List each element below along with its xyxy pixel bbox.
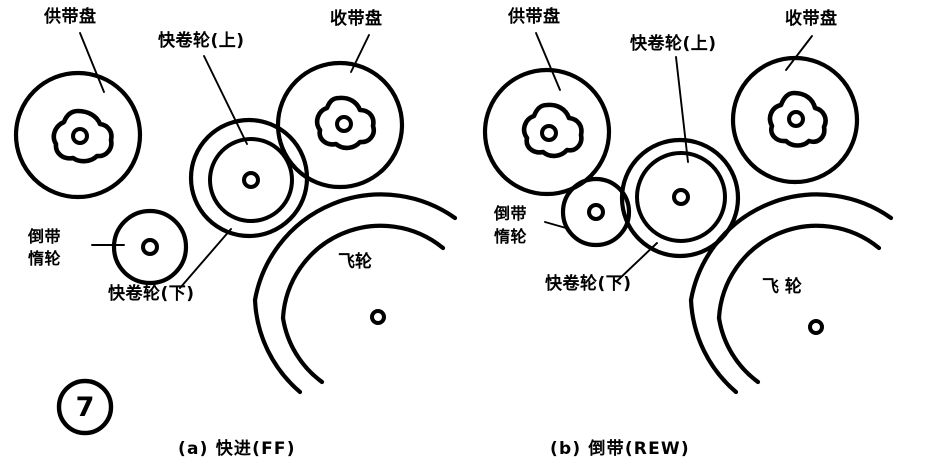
panel-a-supply-reel-bore: [71, 127, 89, 145]
panel-b-leader-fastwind-low: [616, 242, 658, 282]
panel-b-fastwind-bore: [672, 188, 690, 206]
panel-b-leader-supply-reel: [535, 32, 561, 91]
panel-a-fastwind-bore: [242, 171, 260, 189]
panel-a-leader-takeup-reel: [350, 34, 370, 73]
panel-a-label-idler-line2: 惰轮: [28, 249, 62, 268]
panel-a-idler-bore: [141, 238, 159, 256]
panel-b-takeup-reel-outer: [730, 55, 860, 185]
panel-a-flywheel-bore: [370, 309, 386, 325]
panel-a-idler-wheel: [111, 208, 189, 286]
panel-a-label-fastwind-lower: 快卷轮(下): [108, 284, 195, 304]
panel-b-takeup-reel-hub: [767, 90, 828, 148]
panel-a-label-supply-reel: 供带盘: [44, 7, 97, 27]
panel-a-leader-supply-reel: [79, 32, 105, 93]
figure-number: 7: [75, 391, 95, 423]
panel-b-flywheel-outer-arc: [688, 192, 894, 303]
panel-b-flywheel-inner-arc-lower: [716, 315, 761, 385]
panel-a-caption: (a) 快进(FF): [178, 439, 296, 459]
panel-a-flywheel-outer-arc: [252, 192, 458, 303]
panel-a-takeup-reel-bore: [335, 115, 353, 133]
panel-b-supply-reel-hub: [521, 102, 584, 159]
panel-a-label-flywheel: 飞轮: [338, 252, 372, 272]
panel-b-leader-takeup-reel: [785, 35, 813, 71]
panel-b-leader-fastwind-up: [675, 56, 689, 163]
panel-b-label-flywheel: 飞 轮: [762, 277, 802, 297]
panel-b-supply-reel-bore: [540, 124, 558, 142]
panel-b-label-takeup-reel: 收带盘: [785, 9, 838, 29]
panel-b-idler-bore: [587, 203, 605, 221]
panel-a-takeup-reel-outer: [275, 60, 405, 190]
panel-b-caption: (b) 倒带(REW): [550, 439, 690, 459]
panel-a-label-takeup-reel: 收带盘: [330, 9, 383, 29]
panel-b-flywheel-outer-arc-lower: [688, 297, 739, 395]
panel-a-supply-reel-outer: [13, 70, 143, 200]
panel-b-leader-idler: [544, 221, 567, 229]
panel-a-takeup-reel-hub: [314, 95, 376, 151]
panel-b-label-fastwind-lower: 快卷轮(下): [545, 274, 632, 294]
panel-b-supply-reel-outer: [482, 67, 612, 197]
panel-b-label-fastwind-upper: 快卷轮(上): [630, 34, 717, 54]
panel-b-flywheel-bore: [808, 319, 824, 335]
panel-b-label-supply-reel: 供带盘: [508, 7, 561, 27]
panel-b-fastwind-lower-ring: [635, 151, 727, 243]
panel-b-label-idler-line2: 惰轮: [494, 227, 528, 246]
panel-a-leader-fastwind-up: [203, 55, 248, 145]
panel-a-supply-reel-hub: [51, 108, 114, 164]
panel-b-linework: [482, 32, 894, 395]
panel-b-takeup-reel-bore: [787, 110, 805, 128]
panel-a-flywheel-inner-arc: [280, 223, 446, 321]
panel-a-label-fastwind-upper: 快卷轮(上): [158, 31, 245, 51]
figure-number-badge-ring: [56, 378, 114, 436]
panel-b-fastwind-upper-ring: [619, 137, 741, 259]
panel-b-flywheel-inner-arc: [716, 223, 882, 321]
panel-a-label-idler-line1: 倒带: [28, 227, 62, 246]
panel-a-fastwind-lower-ring: [208, 137, 294, 223]
panel-a-flywheel-outer-arc-lower: [252, 297, 303, 395]
panel-a-leader-fastwind-low: [179, 228, 232, 289]
panel-b-idler-wheel: [560, 176, 632, 248]
panel-b-label-idler-line1: 倒带: [494, 204, 528, 223]
panel-a-linework: [13, 32, 458, 395]
panel-a-flywheel-inner-arc-lower: [280, 315, 325, 385]
